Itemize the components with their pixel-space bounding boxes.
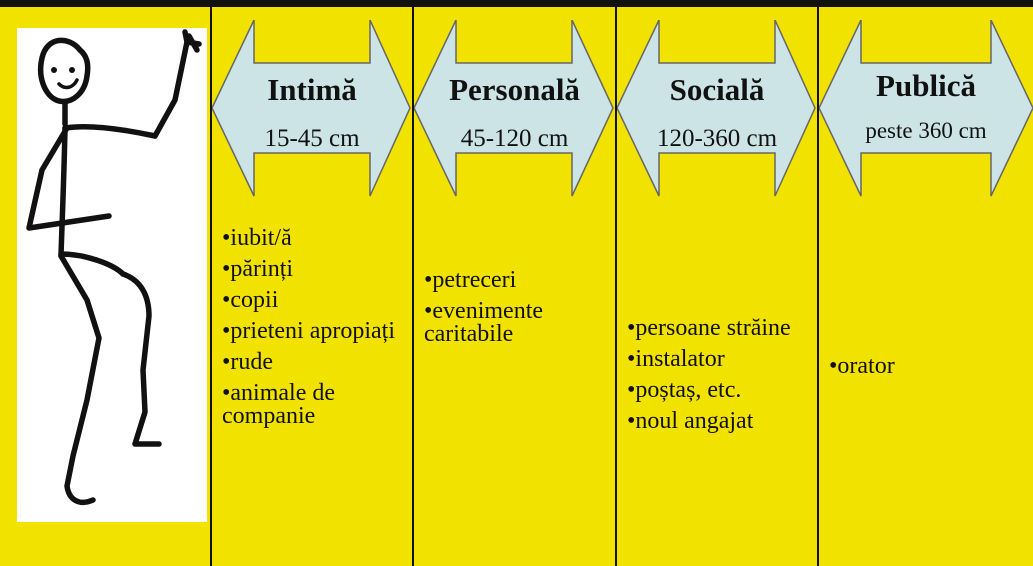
- figure-shoulders: [62, 123, 158, 139]
- zone-range: 45-120 cm: [460, 125, 569, 152]
- zone-intima: Intimă 15-45 cm •iubit/ă •părinți •copii…: [212, 7, 412, 566]
- zone-range: 120-360 cm: [656, 125, 778, 152]
- figure-head: [38, 37, 91, 105]
- zone-title: Personală: [449, 72, 580, 107]
- zone-sociala: Socială 120-360 cm •persoane străine •in…: [617, 7, 817, 566]
- divider-2: [412, 7, 414, 566]
- double-arrow-icon: [819, 20, 1033, 197]
- list-item: •persoane străine: [627, 315, 791, 341]
- list-item: •evenimente caritabile: [424, 298, 544, 347]
- figure-hips: [58, 251, 126, 277]
- top-border: [0, 0, 1033, 7]
- zone-items: •orator: [829, 353, 1029, 386]
- zone-title: Intimă: [267, 72, 357, 107]
- zone-publica: Publică peste 360 cm •orator: [819, 7, 1033, 566]
- zone-range: peste 360 cm: [865, 118, 987, 143]
- zone-items: •petreceri •evenimente caritabile: [424, 267, 611, 354]
- list-item: •rude: [222, 349, 274, 375]
- figure-right-arm: [152, 39, 190, 139]
- list-item: •părinți: [222, 256, 294, 282]
- list-item: •orator: [829, 353, 895, 379]
- list-item: •copii: [222, 287, 279, 313]
- zone-title: Socială: [669, 72, 765, 107]
- stick-figure-panel: [17, 28, 207, 522]
- list-item: •instalator: [627, 346, 725, 372]
- list-item: •petreceri: [424, 267, 517, 293]
- figure-torso: [58, 125, 68, 259]
- figure-right-leg: [120, 271, 162, 447]
- list-item: •animale de companie: [222, 380, 336, 429]
- figure-left-arm: [26, 125, 112, 231]
- figure-left-leg: [58, 253, 102, 506]
- zone-title: Publică: [876, 68, 976, 103]
- double-arrow-icon: [617, 20, 816, 197]
- divider-3: [615, 7, 617, 566]
- double-arrow-icon: [414, 20, 614, 197]
- figure-hand: [182, 29, 202, 53]
- list-item: •poștaș, etc.: [627, 377, 742, 403]
- list-item: •prieteni apropiați: [222, 318, 396, 344]
- zone-personala: Personală 45-120 cm •petreceri •evenimen…: [414, 7, 615, 566]
- divider-1: [210, 7, 212, 566]
- list-item: •iubit/ă: [222, 225, 292, 251]
- zone-range: 15-45 cm: [264, 125, 360, 152]
- zone-items: •persoane străine •instalator •poștaș, e…: [627, 315, 813, 441]
- stick-figure-icon: [26, 29, 202, 506]
- double-arrow-icon: [212, 20, 411, 197]
- divider-4: [817, 7, 819, 566]
- list-item: •noul angajat: [627, 408, 754, 434]
- zone-items: •iubit/ă •părinți •copii •prieteni aprop…: [222, 225, 408, 436]
